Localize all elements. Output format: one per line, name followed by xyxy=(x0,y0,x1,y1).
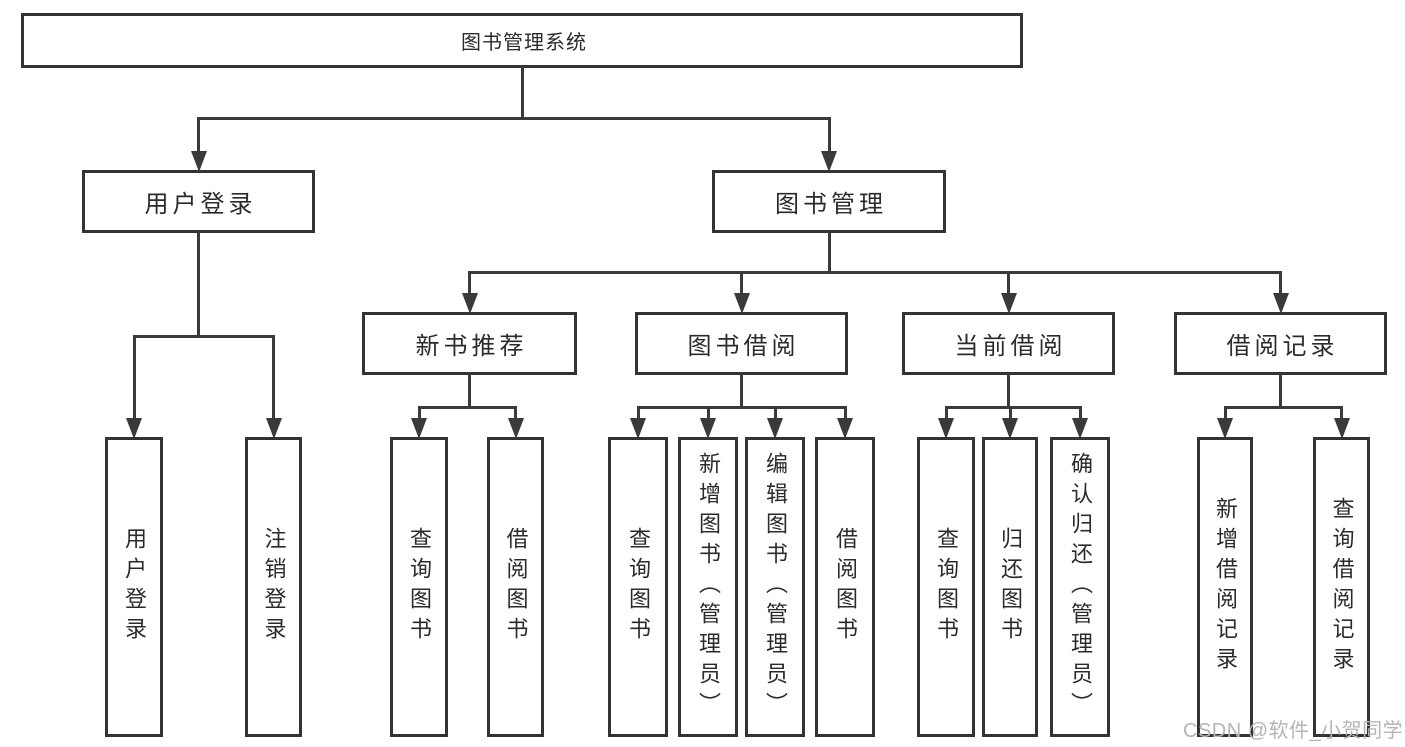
node-login_user: 用户登录 xyxy=(105,437,163,737)
edge-drop-bw_borrow xyxy=(843,407,847,420)
node-root: 图书管理系统 xyxy=(21,13,1023,68)
arrowhead-icon-bw_query xyxy=(630,418,646,439)
node-bw_add: 新增图书（管理员） xyxy=(678,437,738,737)
edge-drop-borrow xyxy=(740,272,743,295)
edge-rail-newbook xyxy=(417,405,517,409)
node-bw_query: 查询图书 xyxy=(608,437,668,737)
edge-stem-root xyxy=(520,66,524,120)
arrowhead-icon-login_user xyxy=(126,418,142,439)
arrowhead-icon-nb_borrow xyxy=(507,418,524,439)
edge-rail-mgmt xyxy=(468,270,1282,274)
node-nb_query: 查询图书 xyxy=(390,437,448,737)
node-records: 借阅记录 xyxy=(1174,312,1387,375)
node-label-cu_confirm: 确认归还（管理员） xyxy=(1068,452,1093,722)
arrowhead-icon-cu_query xyxy=(938,418,954,439)
node-label-nb_borrow: 借阅图书 xyxy=(503,527,529,647)
edge-drop-nb_borrow xyxy=(514,407,517,420)
edge-drop-login_user xyxy=(132,336,136,420)
node-cu_query: 查询图书 xyxy=(917,437,975,737)
node-label-bw_borrow: 借阅图书 xyxy=(833,527,858,647)
node-label-login_logout: 注销登录 xyxy=(261,527,287,647)
edge-drop-bw_add xyxy=(706,407,710,420)
arrowhead-icon-bw_edit xyxy=(767,418,783,439)
edge-stem-mgmt xyxy=(827,231,831,274)
edge-drop-nb_query xyxy=(417,407,421,420)
edge-drop-records xyxy=(1279,272,1282,295)
edge-drop-bw_query xyxy=(636,407,640,420)
edge-stem-current xyxy=(1007,373,1010,409)
edge-drop-mgmt xyxy=(827,118,831,153)
edge-drop-login_logout xyxy=(272,336,275,420)
node-label-bw_query: 查询图书 xyxy=(626,527,651,647)
arrowhead-icon-rc_query xyxy=(1333,418,1350,439)
node-label-current: 当前借阅 xyxy=(954,333,1067,360)
arrowhead-icon-login_logout xyxy=(265,418,282,439)
node-rc_query: 查询借阅记录 xyxy=(1313,437,1370,737)
edge-rail-current xyxy=(944,405,1082,409)
arrowhead-icon-cu_return xyxy=(1002,418,1018,439)
node-label-cu_return: 归还图书 xyxy=(998,527,1023,647)
edge-drop-rc_query xyxy=(1340,407,1343,420)
edge-rail-borrow xyxy=(636,405,847,409)
arrowhead-icon-current xyxy=(1000,293,1017,314)
edge-rail-records xyxy=(1223,405,1343,409)
csdn-watermark: CSDN @软件_小贺同学 xyxy=(1183,720,1404,742)
edge-drop-bw_edit xyxy=(773,407,777,420)
arrowhead-icon-records xyxy=(1272,293,1289,314)
edge-stem-borrow xyxy=(740,373,743,409)
edge-stem-newbook xyxy=(468,373,471,409)
edge-drop-login xyxy=(197,118,200,153)
edge-drop-newbook xyxy=(468,272,471,295)
arrowhead-icon-borrow xyxy=(733,293,750,314)
node-label-bw_edit: 编辑图书（管理员） xyxy=(763,452,788,722)
node-borrow: 图书借阅 xyxy=(635,312,848,375)
node-label-root: 图书管理系统 xyxy=(461,32,587,54)
node-rc_add: 新增借阅记录 xyxy=(1197,437,1253,737)
arrowhead-icon-cu_confirm xyxy=(1072,418,1088,439)
edge-stem-records xyxy=(1279,373,1282,409)
node-label-rc_add: 新增借阅记录 xyxy=(1213,497,1238,677)
node-current: 当前借阅 xyxy=(902,312,1115,375)
node-label-login: 用户登录 xyxy=(144,191,257,218)
node-label-borrow: 图书借阅 xyxy=(687,333,800,360)
node-mgmt: 图书管理 xyxy=(712,170,946,233)
node-label-login_user: 用户登录 xyxy=(122,527,147,647)
node-login_logout: 注销登录 xyxy=(245,437,302,737)
node-label-nb_query: 查询图书 xyxy=(407,527,432,647)
arrowhead-icon-bw_add xyxy=(700,418,716,439)
edge-rail-login xyxy=(132,334,275,338)
node-label-newbook: 新书推荐 xyxy=(415,333,528,360)
node-label-bw_add: 新增图书（管理员） xyxy=(696,452,721,722)
node-bw_borrow: 借阅图书 xyxy=(815,437,875,737)
edge-rail-root xyxy=(197,116,831,120)
arrowhead-icon-bw_borrow xyxy=(837,418,853,439)
arrowhead-icon-mgmt xyxy=(821,151,837,172)
edge-drop-cu_return xyxy=(1008,407,1012,420)
edge-drop-rc_add xyxy=(1223,407,1227,420)
arrowhead-icon-newbook xyxy=(461,293,478,314)
node-label-mgmt: 图书管理 xyxy=(775,191,887,218)
arrowhead-icon-nb_query xyxy=(411,418,427,439)
arrowhead-icon-rc_add xyxy=(1217,418,1233,439)
node-label-cu_query: 查询图书 xyxy=(934,527,959,647)
arrowhead-icon-login xyxy=(190,151,207,172)
node-label-rc_query: 查询借阅记录 xyxy=(1329,497,1355,677)
node-cu_return: 归还图书 xyxy=(982,437,1038,737)
node-nb_borrow: 借阅图书 xyxy=(487,437,544,737)
edge-drop-current xyxy=(1007,272,1010,295)
node-label-records: 借阅记录 xyxy=(1226,333,1339,360)
edge-drop-cu_query xyxy=(944,407,948,420)
edge-drop-cu_confirm xyxy=(1078,407,1082,420)
edge-stem-login xyxy=(197,231,200,338)
node-bw_edit: 编辑图书（管理员） xyxy=(745,437,805,737)
node-login: 用户登录 xyxy=(82,170,315,233)
node-cu_confirm: 确认归还（管理员） xyxy=(1050,437,1110,737)
node-newbook: 新书推荐 xyxy=(362,312,577,375)
